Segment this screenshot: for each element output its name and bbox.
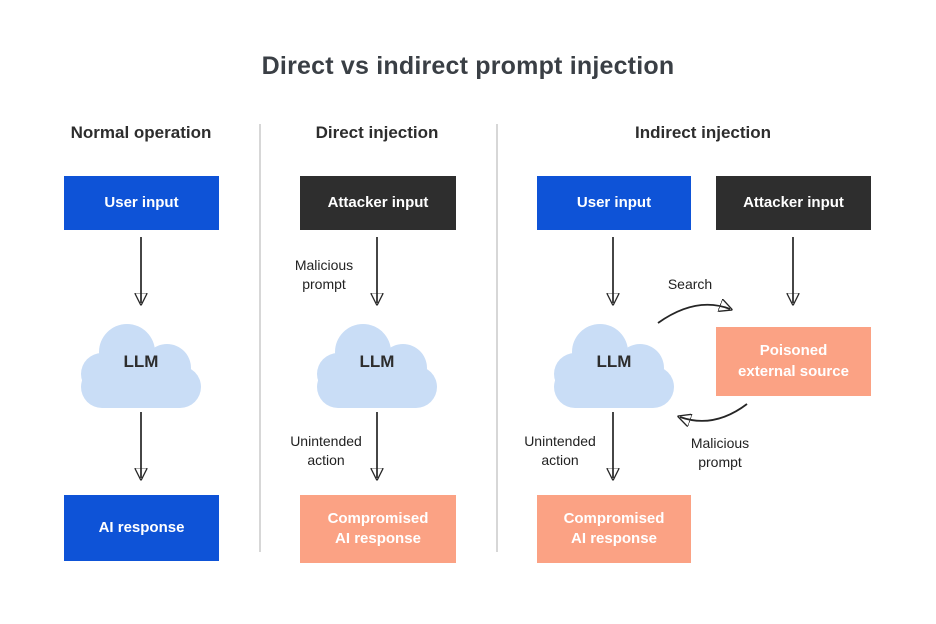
poisoned-source-box: Poisoned external source (716, 327, 871, 396)
malicious-prompt-label-direct: Malicious prompt (294, 257, 354, 292)
attacker-input-box-indirect: Attacker input (716, 176, 871, 230)
llm-label-direct: LLM (359, 352, 395, 371)
column-divider (496, 124, 498, 552)
llm-label-normal: LLM (123, 352, 159, 371)
heading-direct-injection: Direct injection (315, 123, 439, 142)
page-title: Direct vs indirect prompt injection (261, 52, 675, 80)
search-label: Search (667, 276, 713, 292)
heading-indirect-injection: Indirect injection (634, 123, 772, 142)
user-input-box-indirect: User input (537, 176, 691, 230)
user-input-box-normal: User input (64, 176, 219, 230)
compromised-response-box-direct: Compromised AI response (300, 495, 456, 563)
compromised-response-box-indirect: Compromised AI response (537, 495, 691, 563)
llm-cloud-icon (311, 318, 443, 408)
unintended-action-label-indirect: Unintended action (524, 433, 596, 468)
column-divider (259, 124, 261, 552)
attacker-input-box-direct: Attacker input (300, 176, 456, 230)
heading-normal-operation: Normal operation (70, 123, 212, 142)
ai-response-box-normal: AI response (64, 495, 219, 561)
unintended-action-label-direct: Unintended action (290, 433, 362, 468)
malicious-prompt-label-indirect: Malicious prompt (690, 435, 750, 470)
llm-label-indirect: LLM (596, 352, 632, 371)
arrow-source-to-llm-return (680, 403, 748, 421)
llm-cloud-icon (75, 318, 207, 408)
llm-cloud-icon (548, 318, 680, 408)
